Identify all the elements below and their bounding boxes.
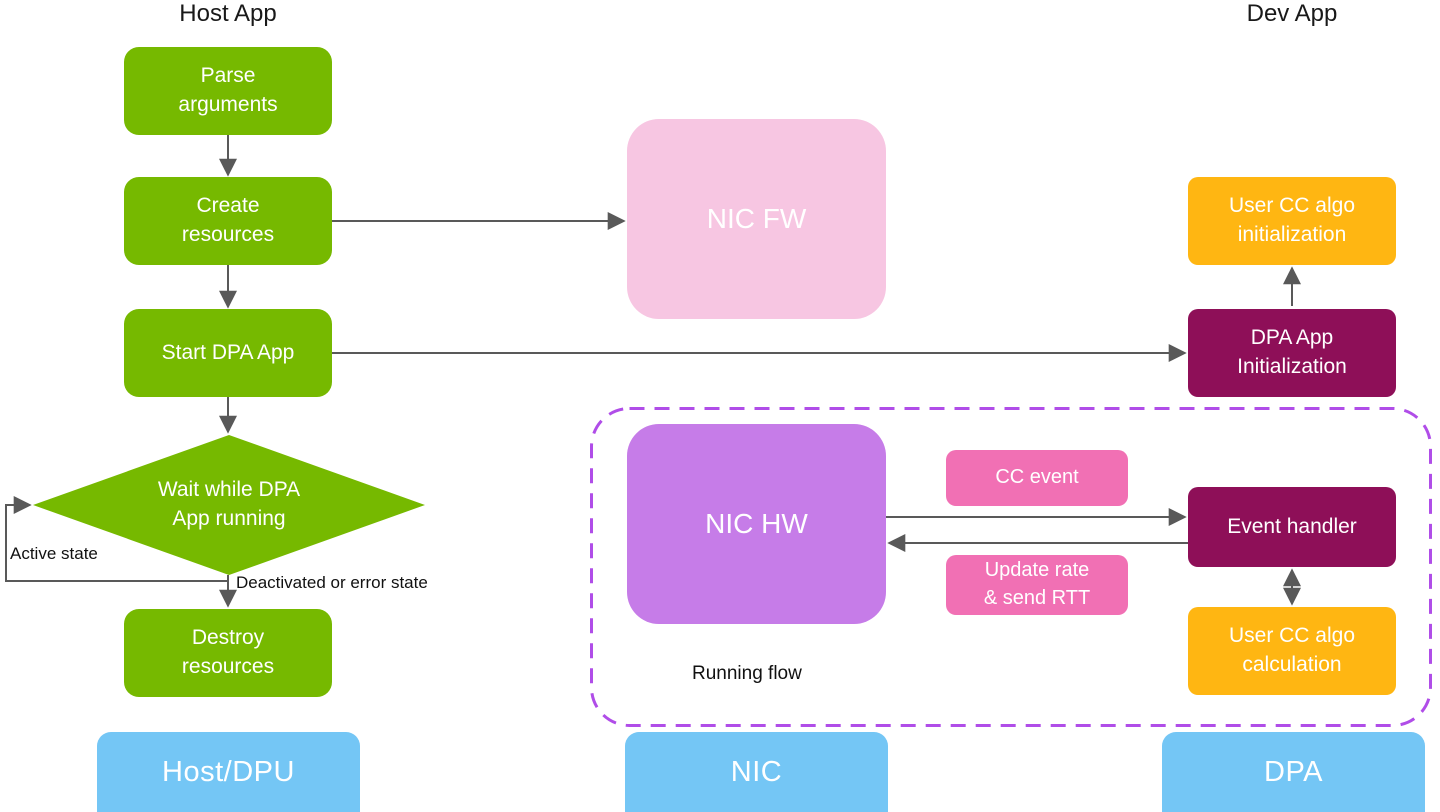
parse-arguments-box: Parse arguments — [124, 47, 332, 135]
active-state-label: Active state — [10, 544, 98, 563]
platform-dpa: DPA — [1162, 732, 1425, 812]
dpa-app-init-box: DPA App Initialization — [1188, 309, 1396, 397]
user-cc-init-box: User CC algo initialization — [1188, 177, 1396, 265]
host-app-title: Host App — [179, 0, 277, 27]
running-flow-label: Running flow — [692, 663, 802, 684]
nic-hw-box: NIC HW — [627, 424, 886, 624]
platform-host-dpu: Host/DPU — [97, 732, 360, 812]
nic-fw-box: NIC FW — [627, 119, 886, 319]
event-handler-box: Event handler — [1188, 487, 1396, 567]
deactivated-state-label: Deactivated or error state — [236, 573, 428, 592]
dev-app-title: Dev App — [1246, 0, 1338, 27]
cc-event-box: CC event — [946, 450, 1128, 506]
update-rate-box: Update rate & send RTT — [946, 555, 1128, 615]
create-resources-box: Create resources — [124, 177, 332, 265]
user-cc-calc-box: User CC algo calculation — [1188, 607, 1396, 695]
destroy-resources-box: Destroy resources — [124, 609, 332, 697]
platform-nic: NIC — [625, 732, 888, 812]
start-dpa-app-box: Start DPA App — [124, 309, 332, 397]
running-flow-frame — [590, 407, 1432, 727]
arrow-active-state-loop — [5, 496, 228, 582]
